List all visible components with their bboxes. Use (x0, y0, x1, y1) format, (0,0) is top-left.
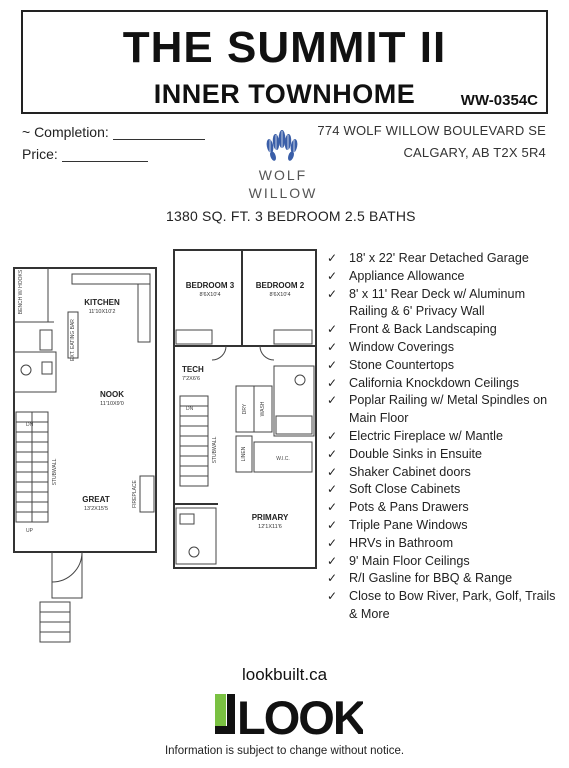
check-icon: ✓ (327, 553, 338, 568)
primary-label: PRIMARY (252, 513, 289, 522)
price-blank (61, 149, 148, 162)
bedroom3-dim: 8'6X10'4 (199, 292, 220, 298)
tech-label: TECH (182, 365, 204, 374)
completion-line: ~ Completion: (22, 124, 205, 140)
check-icon: ✓ (327, 589, 338, 604)
feature-item: ✓Stone Countertops (325, 357, 560, 375)
look-logo-accent (215, 694, 226, 734)
bedroom2-label: BEDROOM 2 (256, 281, 305, 290)
feature-item: ✓Shaker Cabinet doors (325, 464, 560, 482)
nook-dim: 11'10X9'0 (100, 401, 124, 407)
check-icon: ✓ (327, 446, 338, 461)
dry-label: DRY (242, 403, 248, 414)
feature-item: ✓Triple Pane Windows (325, 517, 560, 535)
completion-blank (112, 127, 205, 140)
page-subtitle: INNER TOWNHOME (153, 79, 416, 109)
kitchen-dim: 11'10X10'2 (89, 309, 116, 315)
disclaimer: Information is subject to change without… (164, 745, 405, 757)
look-logo-text: LOOK (237, 691, 363, 738)
feature-item: ✓Double Sinks in Ensuite (325, 446, 560, 464)
check-icon: ✓ (327, 517, 338, 532)
check-icon: ✓ (327, 482, 338, 497)
kitchen-label: KITCHEN (84, 298, 120, 307)
feature-item: ✓8' x 11' Rear Deck w/ Aluminum Railing … (327, 286, 526, 319)
check-icon: ✓ (327, 428, 338, 443)
completion-label: ~ Completion: (22, 124, 109, 140)
eating-bar-label: EXT. EATING BAR (70, 319, 76, 361)
address-line2: CALGARY, AB T2X 5R4 (403, 145, 546, 160)
model-code: WW-0354C (460, 92, 538, 109)
upper-floor-plan: BEDROOM 3 8'6X10'4 BEDROOM 2 8'6X10'4 TE… (173, 249, 317, 569)
title-box: THE SUMMIT II INNER TOWNHOME WW-0354C (21, 10, 548, 114)
wolf-willow-leaves-icon (262, 126, 302, 164)
feature-item: ✓Close to Bow River, Park, Golf, Trails … (327, 589, 556, 621)
price-line: Price: (22, 146, 148, 162)
check-icon: ✓ (327, 286, 338, 301)
dn-label: DN (26, 422, 34, 428)
wash-label: WASH (260, 401, 266, 416)
feature-list: ✓18' x 22' Rear Detached Garage ✓Applian… (325, 250, 560, 624)
price-label: Price: (22, 146, 58, 162)
check-icon: ✓ (327, 322, 338, 337)
check-icon: ✓ (327, 464, 338, 479)
community-logo-line1: WOLF (258, 167, 308, 183)
upper-stubwall-label: STUBWALL (212, 436, 218, 463)
feature-item: ✓Front & Back Landscaping (325, 321, 560, 339)
upper-dn-label: DN (186, 406, 194, 412)
feature-item: ✓Pots & Pans Drawers (325, 499, 560, 517)
check-icon: ✓ (327, 393, 338, 408)
home-specs: 1380 SQ. FT. 3 BEDROOM 2.5 BATHS (166, 208, 416, 224)
fireplace-label: FIREPLACE (132, 479, 138, 507)
linen-label: LINEN (241, 446, 247, 461)
feature-item: ✓Electric Fireplace w/ Mantle (325, 428, 560, 446)
address: 774 WOLF WILLOW BOULEVARD SE CALGARY, AB… (290, 120, 546, 164)
feature-item: ✓Window Coverings (325, 339, 560, 357)
check-icon: ✓ (327, 357, 338, 372)
check-icon: ✓ (327, 500, 338, 515)
check-icon: ✓ (327, 375, 338, 390)
feature-item: ✓9' Main Floor Ceilings (325, 553, 560, 571)
feature-item: ✓HRVs in Bathroom (325, 535, 560, 553)
check-icon: ✓ (327, 339, 338, 354)
check-icon: ✓ (327, 251, 338, 265)
check-icon: ✓ (327, 571, 338, 586)
bench-label: BENCH W/ HOOKS (18, 269, 24, 314)
feature-item: ✓California Knockdown Ceilings (325, 375, 560, 393)
page-title: THE SUMMIT II (122, 23, 447, 72)
great-label: GREAT (82, 495, 110, 504)
address-line1: 774 WOLF WILLOW BOULEVARD SE (317, 123, 546, 138)
community-logo-text: WOLF WILLOW (235, 166, 331, 202)
feature-item: ✓Soft Close Cabinets (325, 481, 560, 499)
up-label: UP (26, 528, 34, 534)
wic-label: W.I.C. (276, 456, 290, 462)
main-floor-plan: KITCHEN 11'10X10'2 NOOK 11'10X9'0 GREAT … (13, 267, 157, 643)
feature-item: ✓Appliance Allowance (325, 268, 560, 286)
primary-dim: 12'1X11'6 (258, 524, 282, 530)
great-dim: 13'2X15'5 (84, 506, 108, 512)
community-logo-line2: WILLOW (248, 185, 318, 201)
stubwall-label: STUBWALL (52, 458, 58, 485)
brand-url: lookbuilt.ca (241, 665, 328, 684)
check-icon: ✓ (327, 268, 338, 283)
feature-item: ✓18' x 22' Rear Detached Garage (325, 250, 560, 268)
bedroom2-dim: 8'6X10'4 (269, 292, 290, 298)
feature-item: ✓Poplar Railing w/ Metal Spindles on Mai… (327, 393, 548, 426)
bedroom3-label: BEDROOM 3 (186, 281, 235, 290)
nook-label: NOOK (100, 390, 124, 399)
feature-item: ✓R/I Gasline for BBQ & Range (325, 570, 560, 588)
look-logo: LOOK (215, 691, 363, 738)
tech-dim: 7'2X6'6 (182, 376, 200, 382)
check-icon: ✓ (327, 535, 338, 550)
